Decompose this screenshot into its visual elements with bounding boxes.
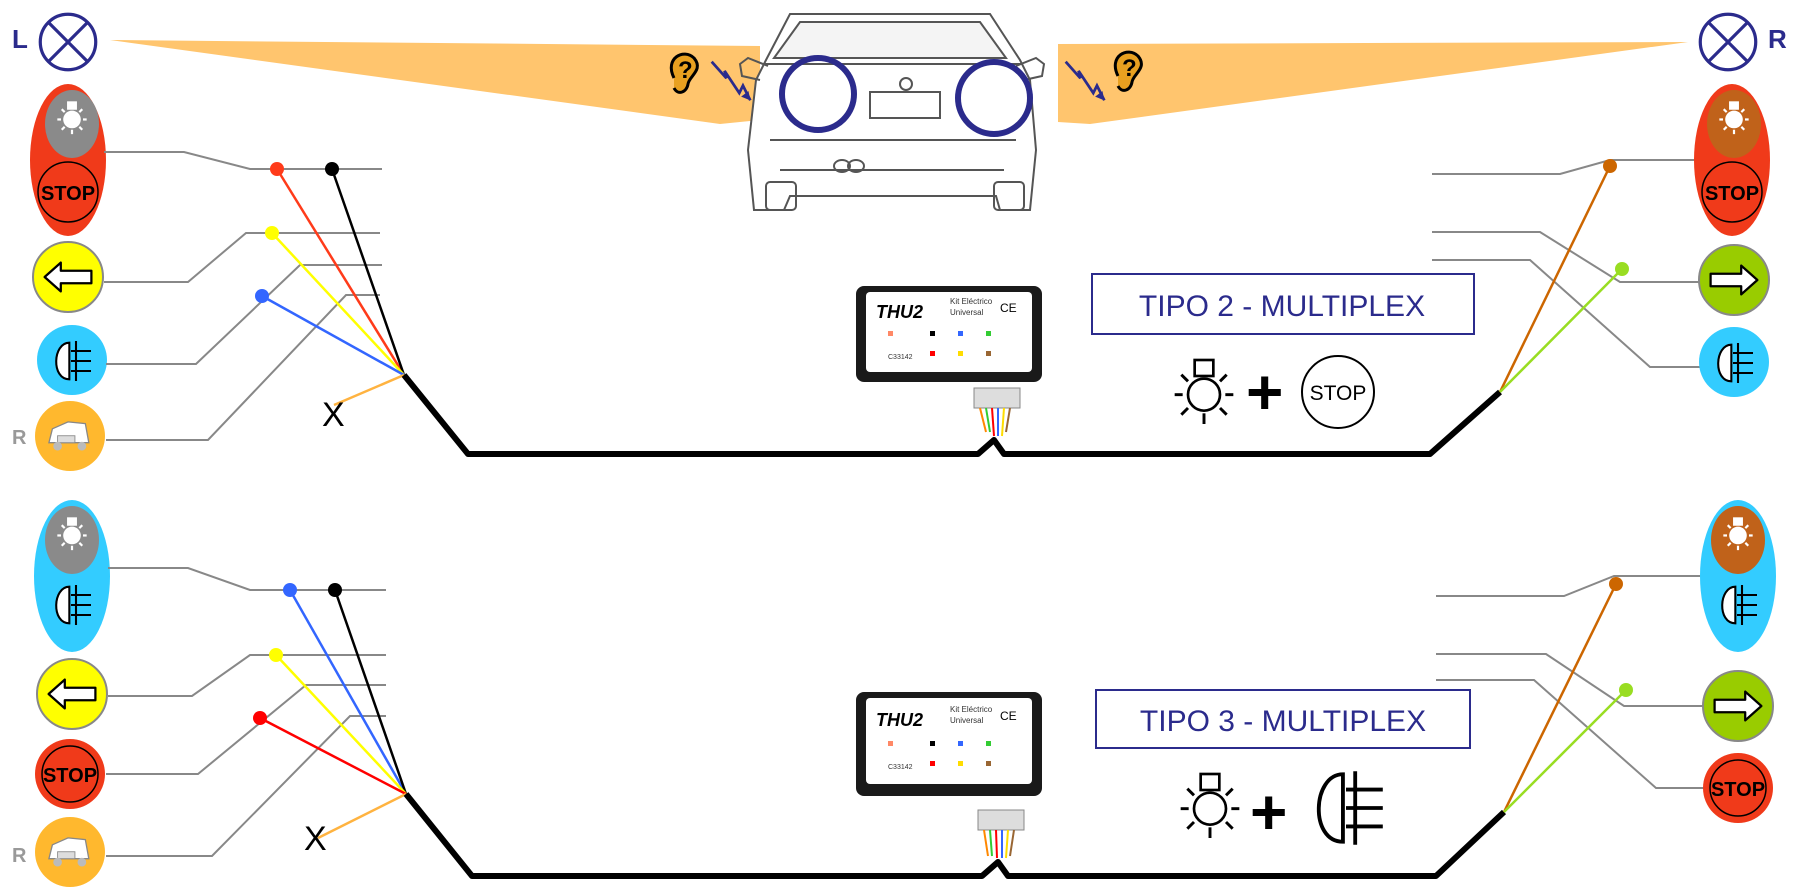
module-line1: Kit Eléctrico <box>950 297 993 306</box>
left-taillight-highlight <box>779 55 857 133</box>
stop-label: STOP <box>43 765 97 787</box>
wire-node-green <box>1619 683 1633 697</box>
panel-title: TIPO 3 - MULTIPLEX <box>1140 705 1426 738</box>
fog-light-icon <box>1316 769 1385 847</box>
module-ce-mark: CE <box>1000 709 1017 723</box>
reverse-label: R <box>12 427 27 449</box>
reverse-light-icon <box>1173 358 1235 426</box>
thu2-module: THU2 Kit Eléctrico Universal CE C33142 <box>856 692 1042 859</box>
right-side-label: R <box>1768 24 1787 54</box>
panel-tipo-3: STOP R X THU2 Kit Eléctrico Unive <box>12 500 1776 887</box>
module-color-legend <box>888 741 991 766</box>
panel-title-box <box>1091 273 1475 335</box>
plus-sign: + <box>1246 356 1283 428</box>
reverse-light-icon <box>1179 772 1241 840</box>
module-line2: Universal <box>950 308 984 317</box>
wire-node-black <box>325 162 339 176</box>
module-brand: THU2 <box>876 302 923 322</box>
stop-icon <box>1301 355 1375 429</box>
wire-node-black <box>328 583 342 597</box>
wire-node-yellow <box>269 648 283 662</box>
left-color-wires <box>261 168 406 407</box>
main-cable <box>403 792 1507 879</box>
stop-ring <box>1709 759 1767 817</box>
thu2-module: THU2 Kit Eléctrico Universal CE C33142 <box>856 286 1042 437</box>
wire-node-blue <box>283 583 297 597</box>
wire-node-green <box>1615 262 1629 276</box>
left-wire-leads <box>104 151 382 441</box>
wire-node-red <box>270 162 284 176</box>
right-color-wires <box>1498 165 1623 393</box>
module-line1: Kit Eléctrico <box>950 705 993 714</box>
right-light-beam <box>1058 42 1688 124</box>
left-wire-leads <box>106 567 386 857</box>
wire-node-brown <box>1603 159 1617 173</box>
stop-label: STOP <box>1711 779 1765 801</box>
right-wire-leads <box>1436 575 1706 789</box>
main-cable <box>401 373 1502 457</box>
right-taillight-highlight <box>955 59 1033 137</box>
stop-icon-label: STOP <box>1310 382 1367 405</box>
panel-title-box <box>1095 689 1471 749</box>
right-wire-leads <box>1432 159 1700 368</box>
module-code: C33142 <box>888 764 913 771</box>
wire-node-yellow <box>265 226 279 240</box>
unused-wire-x: X <box>322 396 345 434</box>
module-brand: THU2 <box>876 710 923 730</box>
left-stop-bulb <box>35 739 105 809</box>
wire-node-red <box>253 711 267 725</box>
stop-ring <box>41 745 99 803</box>
right-stop-bulb <box>1703 753 1773 823</box>
unused-wire-x: X <box>304 820 327 858</box>
panel-title: TIPO 2 - MULTIPLEX <box>1139 290 1425 323</box>
reverse-label: R <box>12 845 27 867</box>
left-light-beam <box>110 40 760 124</box>
module-code: C33142 <box>888 354 913 361</box>
plus-sign: + <box>1250 776 1287 848</box>
panel-tipo-2: STOP R X <box>12 84 1770 471</box>
left-stop-bulb <box>37 161 99 223</box>
module-color-legend <box>888 331 991 356</box>
right-color-wires <box>1502 583 1627 813</box>
stop-label: STOP <box>1705 183 1759 205</box>
module-line2: Universal <box>950 716 984 725</box>
left-lamp-icon <box>38 12 98 72</box>
module-ce-mark: CE <box>1000 301 1017 315</box>
car-rear-illustration <box>738 13 1046 211</box>
stop-label: STOP <box>41 183 95 205</box>
left-color-wires <box>259 589 408 840</box>
right-lamp-icon <box>1698 12 1758 72</box>
left-side-label: L <box>12 24 28 54</box>
wire-node-blue <box>255 289 269 303</box>
wire-node-brown <box>1609 577 1623 591</box>
right-stop-bulb <box>1701 161 1763 223</box>
